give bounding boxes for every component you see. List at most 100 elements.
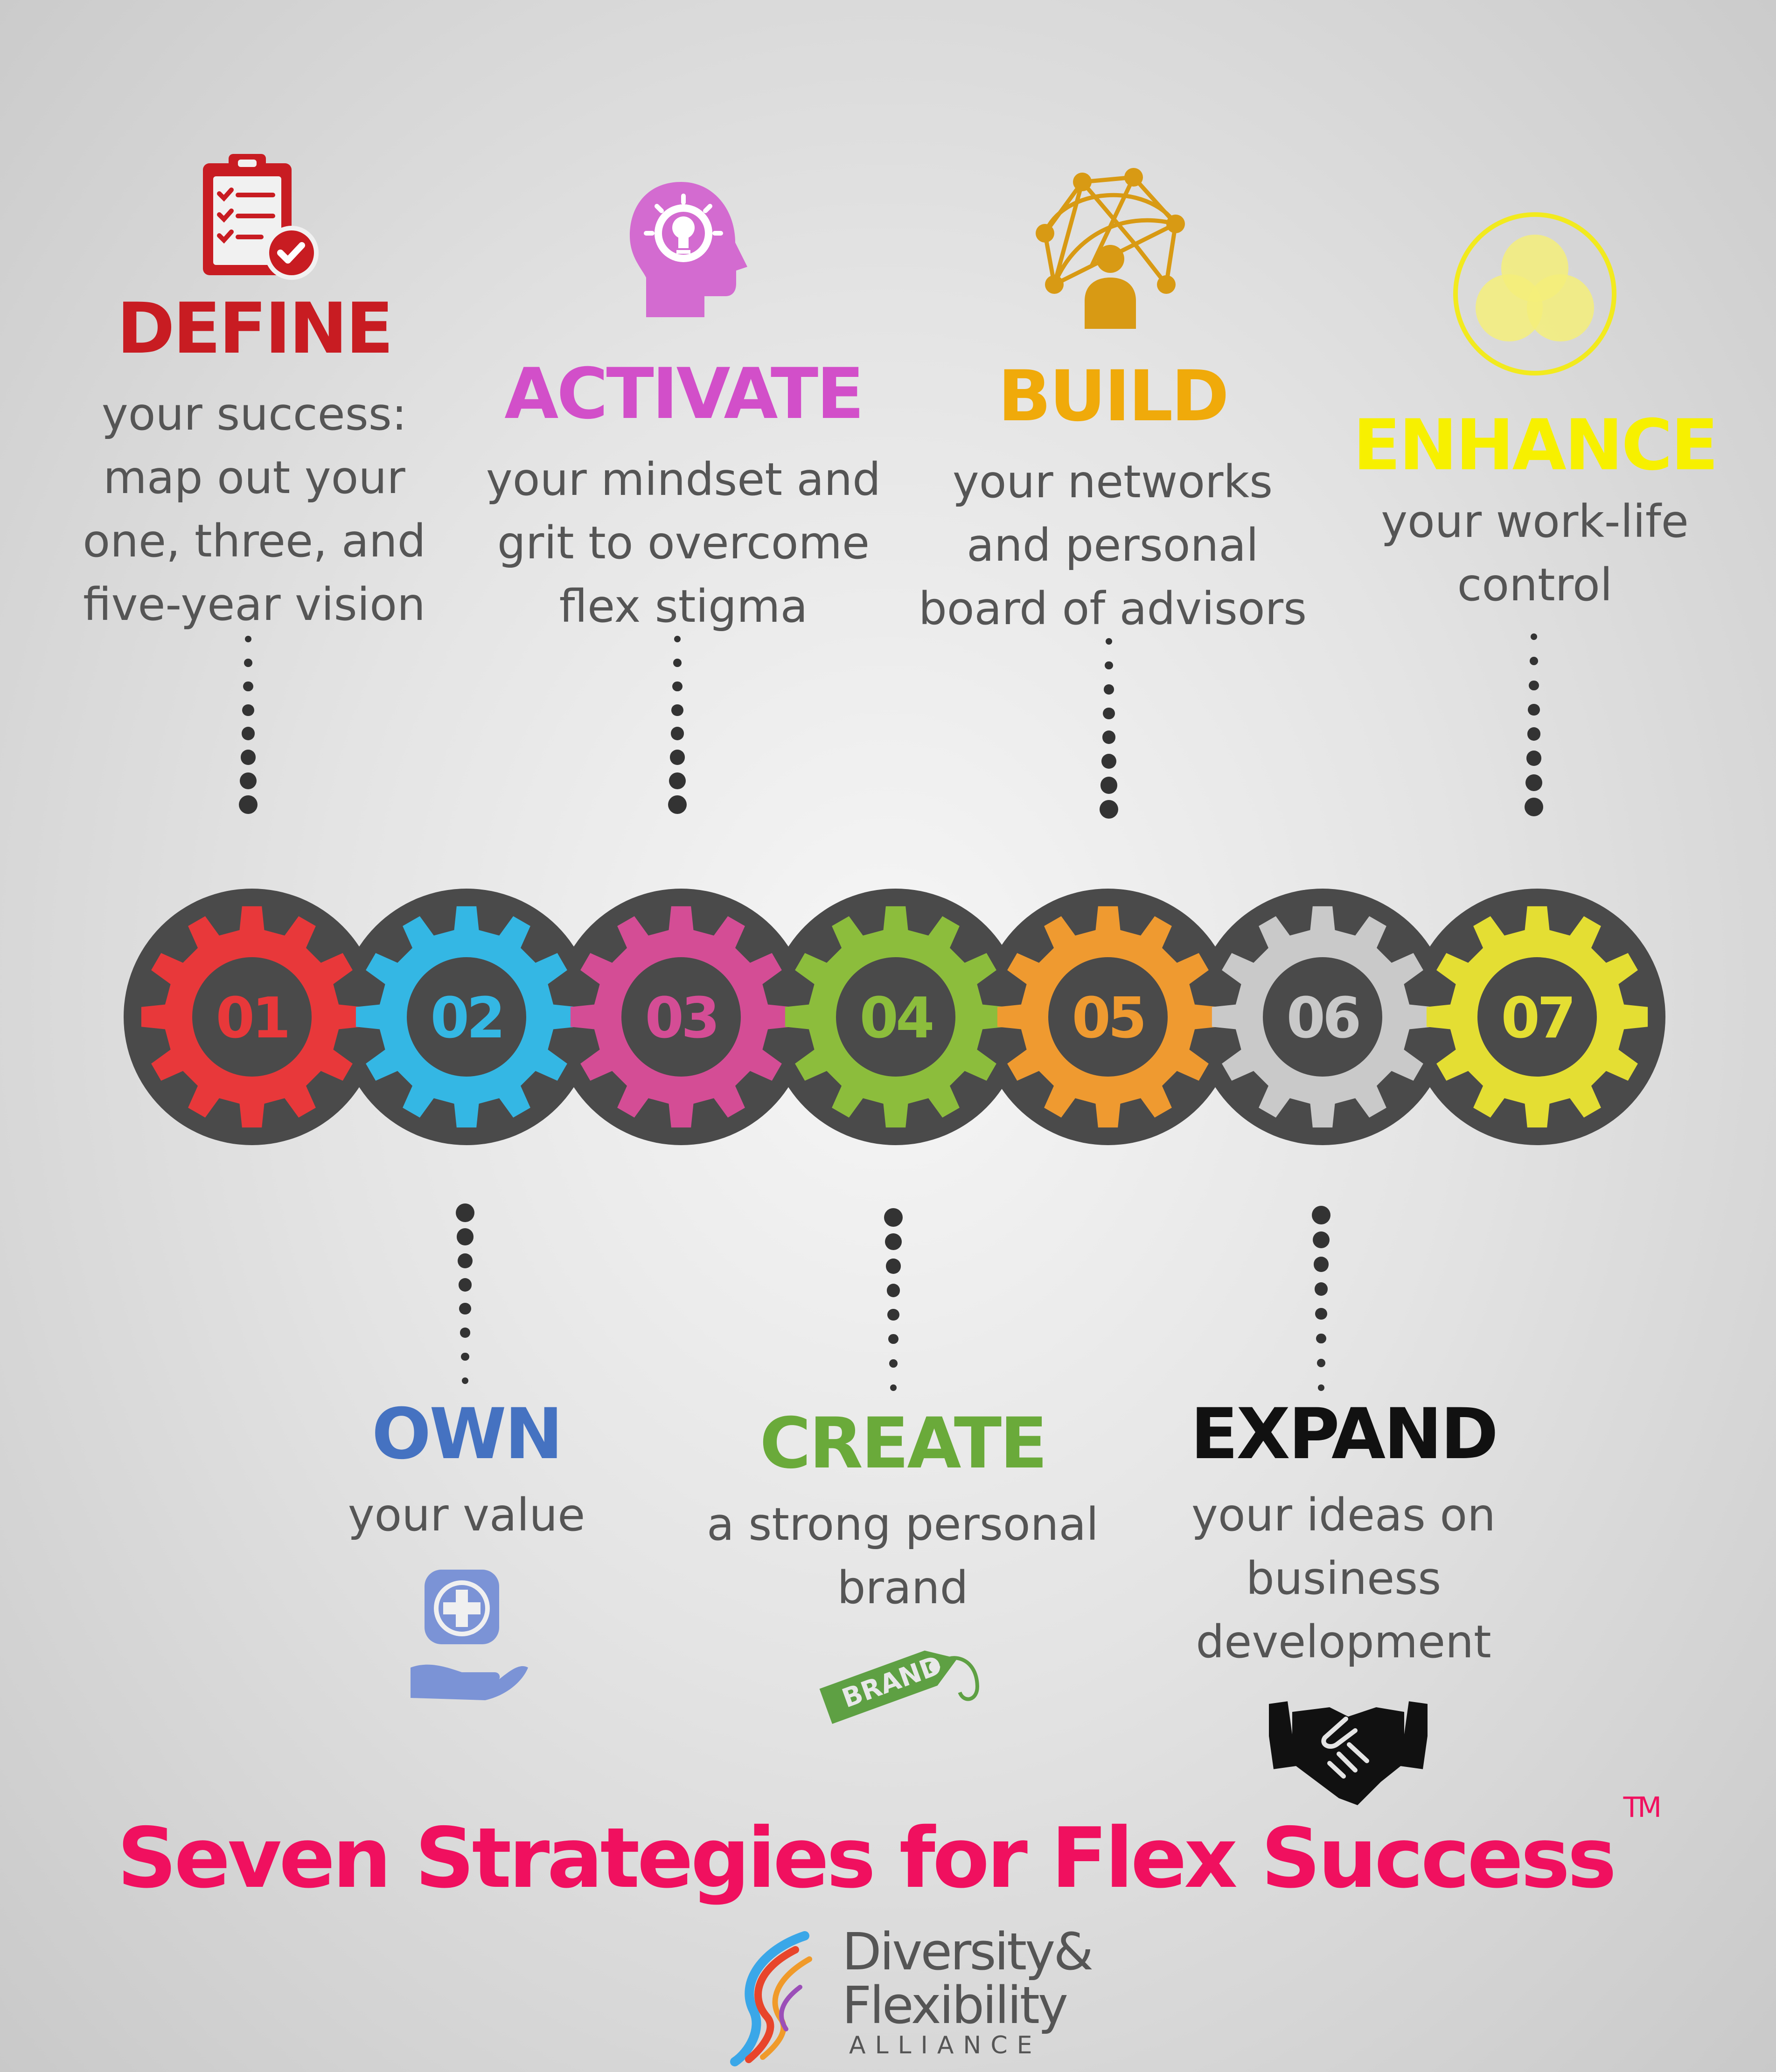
logo-line2: Flexibility xyxy=(842,1975,1068,2035)
connector-dot xyxy=(1314,1282,1328,1296)
strategy-build-description: your networks and personal board of advi… xyxy=(918,456,1307,635)
connector-dot xyxy=(1528,703,1540,716)
connector-dot xyxy=(1101,753,1117,769)
logo-line3: ALLIANCE xyxy=(849,2031,1042,2059)
connector-dot xyxy=(884,1208,903,1227)
connector-dot xyxy=(461,1352,469,1361)
strategy-enhance: ENHANCE your work-life control xyxy=(1344,410,1726,617)
connector-dot xyxy=(669,750,685,765)
connector-dot xyxy=(1526,751,1542,766)
connector-dot xyxy=(887,1309,899,1321)
gear-number-02: 02 xyxy=(431,986,503,1051)
connector-dot xyxy=(886,1284,900,1297)
connector-dot xyxy=(1105,661,1113,670)
connector-dot xyxy=(674,636,681,642)
gear-hub-02 xyxy=(407,957,526,1077)
trademark-mark: TM xyxy=(1623,1791,1662,1824)
strategy-create-description: a strong personal brand xyxy=(707,1498,1099,1614)
connector-dot xyxy=(671,704,683,716)
connector-dot xyxy=(1525,798,1543,816)
alliance-logo-swoosh-icon xyxy=(730,1931,812,2066)
connector-dot xyxy=(1316,1333,1326,1343)
connector-dot xyxy=(669,772,686,790)
connector-dot xyxy=(1527,727,1541,741)
strategy-expand-description: your ideas on business development xyxy=(1191,1489,1496,1668)
strategy-own-heading: OWN xyxy=(371,1394,564,1475)
connector-dot xyxy=(889,1359,898,1368)
connector-dot xyxy=(244,658,252,667)
connector-dot xyxy=(1104,684,1114,695)
strategy-enhance-description: your work-life control xyxy=(1381,495,1689,611)
connector-dot xyxy=(1106,638,1112,645)
strategy-enhance-heading: ENHANCE xyxy=(1353,405,1719,486)
connector-dot xyxy=(890,1384,897,1391)
connector-dot xyxy=(1100,777,1118,794)
connector-dot xyxy=(885,1258,901,1274)
connector-dot xyxy=(456,1203,474,1222)
strategy-activate-description: your mindset and grit to overcome flex s… xyxy=(486,453,881,633)
connector-dot xyxy=(1317,1359,1325,1367)
connector-dot xyxy=(888,1334,898,1344)
strategy-create-heading: CREATE xyxy=(759,1403,1047,1484)
connector-dot xyxy=(1100,800,1118,819)
gear-hub-06 xyxy=(1263,957,1382,1077)
connector-dot xyxy=(241,727,255,741)
network-person-icon xyxy=(1036,168,1185,329)
venn-circles-icon xyxy=(1453,212,1616,375)
infographic-title: Seven Strategies for Flex SuccessTM xyxy=(0,1791,1776,1906)
connector-dot xyxy=(460,1328,470,1338)
gear-number-03: 03 xyxy=(645,986,717,1051)
strategy-expand: EXPAND your ideas on business developmen… xyxy=(1138,1399,1549,1674)
strategy-expand-heading: EXPAND xyxy=(1190,1394,1498,1475)
connector-dot xyxy=(458,1278,472,1292)
strategy-define: DEFINE your success: map out your one, t… xyxy=(68,294,441,636)
brand-tag-icon: BRAND xyxy=(819,1650,979,1724)
gear-hub-05 xyxy=(1048,957,1168,1077)
gear-hub-01 xyxy=(192,957,312,1077)
head-lightbulb-icon xyxy=(630,182,747,317)
strategy-create: CREATE a strong personal brand xyxy=(700,1409,1106,1620)
logo-line1: Diversity& xyxy=(842,1922,1093,1982)
strategy-own: OWN your value xyxy=(303,1399,630,1547)
connector-dot xyxy=(239,795,258,814)
clipboard-check-icon xyxy=(203,154,319,280)
connector-dot xyxy=(1529,680,1539,690)
connector-dot xyxy=(670,727,684,741)
connector-dot xyxy=(1103,707,1115,719)
connector-dot xyxy=(457,1253,473,1269)
connector-dot xyxy=(1531,633,1537,640)
strategy-activate: ACTIVATE your mindset and grit to overco… xyxy=(485,359,882,638)
connector-dot xyxy=(885,1233,902,1251)
connector-dot xyxy=(459,1303,471,1315)
gear-number-01: 01 xyxy=(216,986,288,1051)
strategy-build-heading: BUILD xyxy=(997,356,1229,437)
gear-number-06: 06 xyxy=(1287,986,1359,1051)
connector-dot xyxy=(668,795,687,814)
strategy-activate-heading: ACTIVATE xyxy=(504,354,864,435)
connector-dot xyxy=(1318,1384,1324,1391)
connector-dot xyxy=(1102,730,1116,744)
strategy-define-heading: DEFINE xyxy=(117,288,393,369)
strategy-own-description: your value xyxy=(348,1489,585,1541)
connector-dot xyxy=(673,658,682,667)
gear-hub-04 xyxy=(836,957,955,1077)
connector-dot xyxy=(1315,1307,1327,1320)
connector-dot xyxy=(242,704,254,716)
connector-dot xyxy=(1312,1206,1330,1224)
connector-dot xyxy=(1525,774,1543,791)
gear-number-05: 05 xyxy=(1072,986,1144,1051)
connector-dot xyxy=(243,681,253,692)
strategy-build: BUILD your networks and personal board o… xyxy=(914,362,1311,640)
gear-number-04: 04 xyxy=(860,986,932,1051)
gear-hub-07 xyxy=(1477,957,1597,1077)
connector-dot xyxy=(456,1228,474,1245)
gear-number-07: 07 xyxy=(1501,986,1574,1051)
strategy-define-description: your success: map out your one, three, a… xyxy=(83,388,426,631)
connector-dot xyxy=(239,772,257,790)
connector-dot xyxy=(462,1377,468,1384)
connector-dot xyxy=(240,750,256,765)
connector-dot xyxy=(1530,657,1538,665)
gear-hub-03 xyxy=(621,957,741,1077)
connector-dot xyxy=(245,636,251,642)
